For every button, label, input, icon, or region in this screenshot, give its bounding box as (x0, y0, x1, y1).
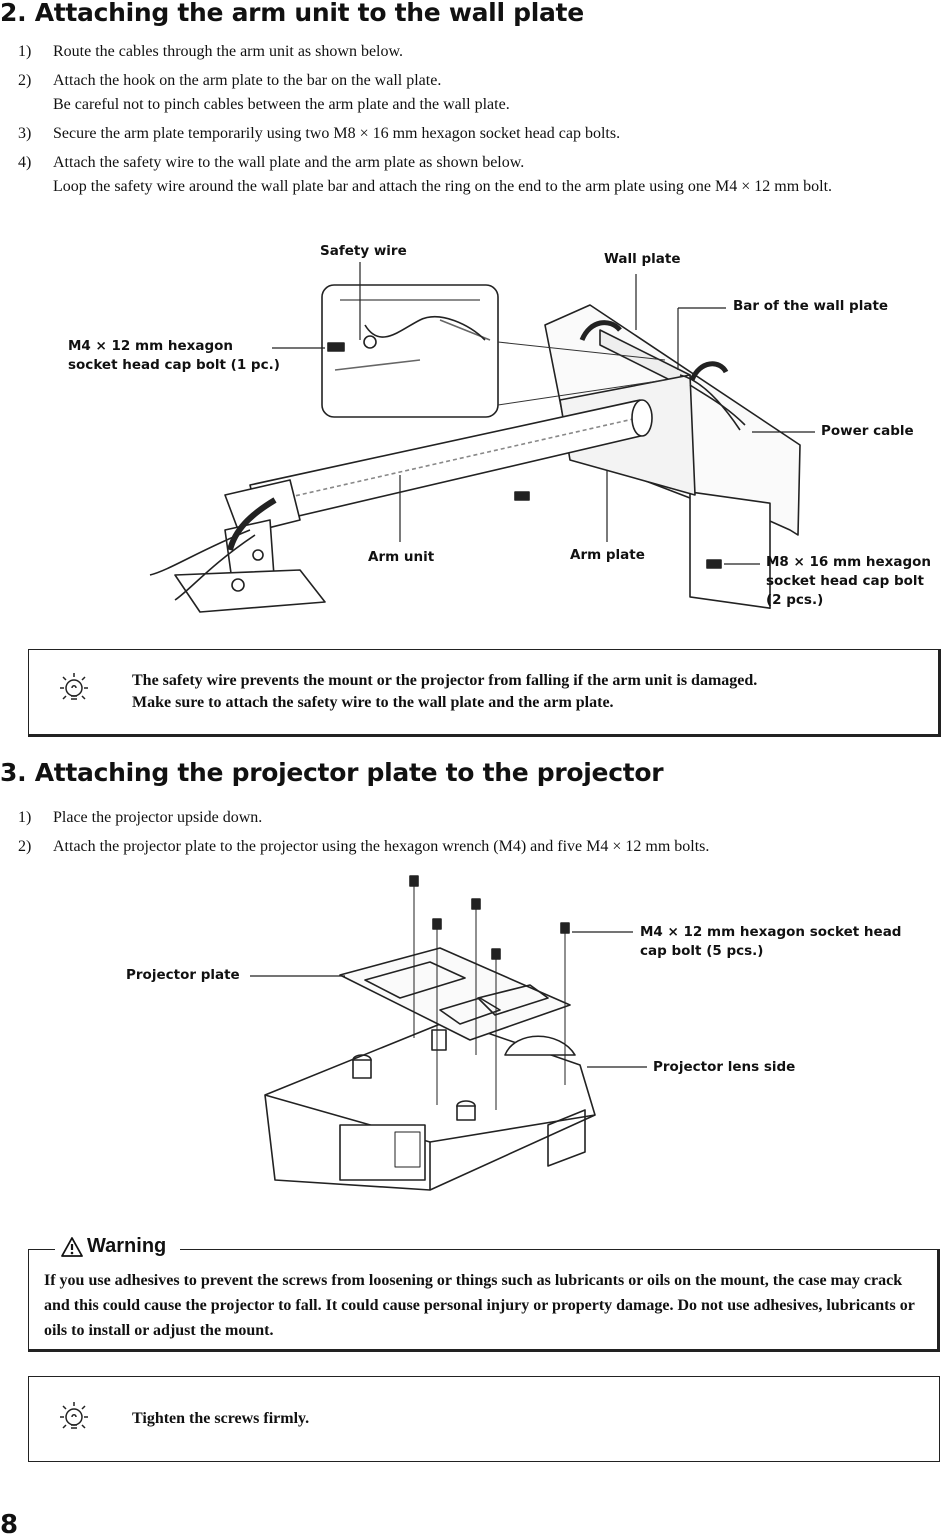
warning-text: If you use adhesives to prevent the scre… (44, 1272, 915, 1339)
label-bar-of-wall-plate: Bar of the wall plate (733, 298, 889, 314)
label-arm-unit: Arm unit (368, 549, 435, 565)
label-power-cable: Power cable (821, 423, 914, 439)
label-m4-bolts: M4 × 12 mm hexagon socket head cap bolt … (640, 924, 902, 959)
label-projector-lens-side: Projector lens side (653, 1059, 796, 1075)
section-2-steps: 1) Route the cables through the arm unit… (18, 40, 928, 204)
step-text: Attach the hook on the arm plate to the … (53, 72, 442, 89)
section-3-heading: 3. Attaching the projector plate to the … (0, 758, 664, 787)
label-safety-wire: Safety wire (320, 243, 407, 259)
step-item: 2) Attach the hook on the arm plate to t… (18, 69, 928, 117)
label-arm-plate: Arm plate (570, 547, 645, 563)
warning-box: Warning If you use adhesives to prevent … (28, 1235, 940, 1352)
label-projector-plate: Projector plate (126, 967, 240, 983)
label-m4-bolt: M4 × 12 mm hexagon socket head cap bolt … (68, 338, 280, 373)
step-item: 4) Attach the safety wire to the wall pl… (18, 151, 928, 199)
step-item: 1) Route the cables through the arm unit… (18, 40, 928, 64)
warning-title: Warning (55, 1235, 181, 1258)
step-number: 1) (18, 809, 32, 826)
step-text: Secure the arm plate temporarily using t… (53, 125, 621, 142)
step-number: 2) (18, 838, 32, 855)
tip-text: Tighten the screws firmly. (132, 1410, 310, 1427)
step-number: 1) (18, 43, 32, 60)
step-text: Attach the safety wire to the wall plate… (53, 154, 525, 171)
step-item: 1) Place the projector upside down. (18, 806, 928, 830)
tip-text: The safety wire prevents the mount or th… (132, 672, 758, 711)
section-3-steps: 1) Place the projector upside down. 2) A… (18, 806, 928, 864)
step-text: Attach the projector plate to the projec… (53, 838, 710, 855)
projector-plate-illustration (250, 875, 647, 1191)
tip-box-tighten: Tighten the screws firmly. (28, 1376, 940, 1462)
step-text: Be careful not to pinch cables between t… (53, 96, 510, 113)
step-item: 2) Attach the projector plate to the pro… (18, 835, 928, 859)
step-text: Place the projector upside down. (53, 809, 263, 826)
step-number: 3) (18, 125, 32, 142)
step-text: Route the cables through the arm unit as… (53, 43, 403, 60)
section-2-heading: 2. Attaching the arm unit to the wall pl… (0, 0, 584, 27)
step-number: 2) (18, 72, 32, 89)
lightbulb-tip-icon (60, 673, 88, 700)
arm-unit-assembly-illustration (149, 262, 815, 613)
label-wall-plate: Wall plate (604, 251, 681, 267)
step-text: Loop the safety wire around the wall pla… (53, 178, 833, 195)
tip-box-safety-wire: The safety wire prevents the mount or th… (28, 649, 941, 737)
step-item: 3) Secure the arm plate temporarily usin… (18, 122, 928, 146)
lightbulb-tip-icon (60, 1402, 88, 1429)
page-number: 8 (0, 1510, 19, 1540)
warning-triangle-icon (61, 1236, 83, 1257)
label-m8-bolt: M8 × 16 mm hexagon socket head cap bolt … (766, 554, 931, 608)
step-number: 4) (18, 154, 32, 171)
